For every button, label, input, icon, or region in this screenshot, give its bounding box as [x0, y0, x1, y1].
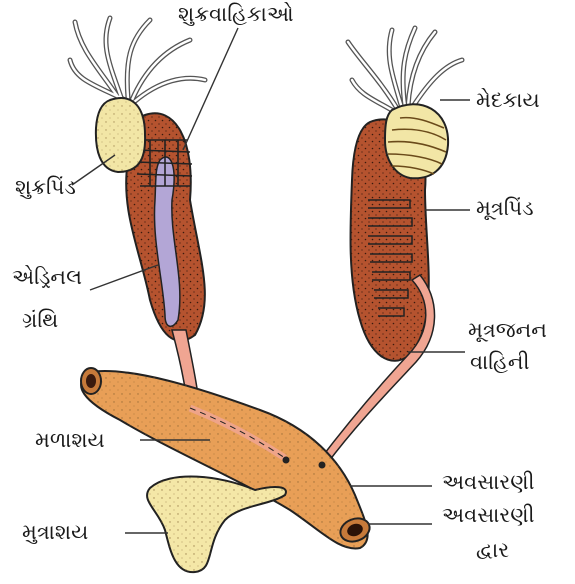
label-cloacal-aperture-line2: દ્વાર — [476, 538, 509, 562]
testis — [96, 98, 145, 172]
label-urogenital-line2: વાહિની — [470, 350, 530, 374]
label-bladder: મુત્રાશય — [22, 520, 88, 544]
label-fat-body: મેદકાય — [476, 88, 540, 112]
label-urogenital-line1: મૂત્રજનન — [468, 318, 547, 342]
label-rectum: મળાશય — [35, 428, 105, 452]
urinary-bladder — [147, 476, 286, 572]
label-testis: શુક્રપિંડ — [15, 175, 76, 199]
label-adrenal-line1: એડ્રિનલ — [12, 265, 82, 289]
label-cloacal-aperture-line1: અવસારણી — [442, 503, 535, 527]
fat-body — [385, 104, 448, 178]
label-sperm-ducts: શુક્રવાહિકાઓ — [178, 2, 294, 26]
label-cloaca: અવસારણી — [442, 470, 535, 494]
label-adrenal-line2: ગ્રંથિ — [22, 308, 58, 332]
label-kidney: મૂત્રપિંડ — [476, 196, 534, 220]
